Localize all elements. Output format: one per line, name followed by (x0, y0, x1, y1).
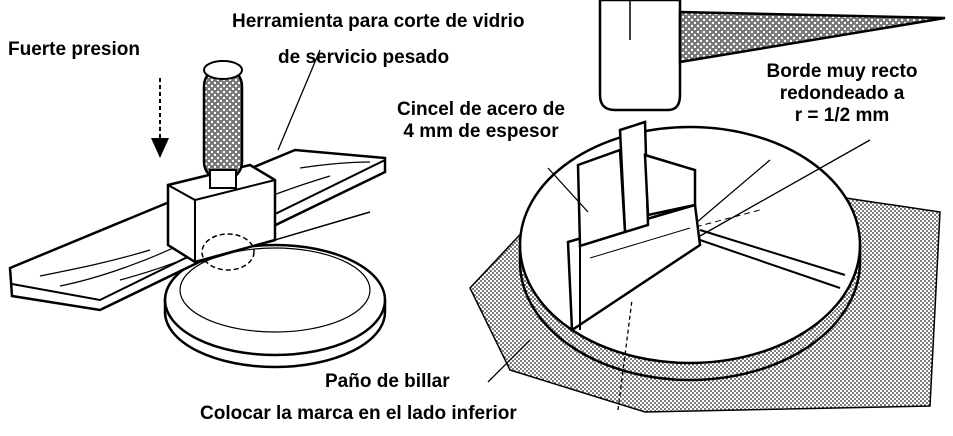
label-cincel-line1: Cincel de acero de (397, 99, 565, 120)
label-herramienta-line1: Herramienta para corte de vidrio (232, 11, 525, 32)
label-cincel-line2: 4 mm de espesor (403, 121, 559, 142)
pressure-arrow-icon (151, 78, 169, 158)
mark-leader-line (617, 299, 633, 411)
cloth-leader-line (487, 339, 531, 383)
label-herramienta-line2: de servicio pesado (278, 47, 450, 68)
label-colocar-marca: Colocar la marca en el lado inferior (200, 403, 517, 424)
tool-leader-line (277, 49, 321, 151)
label-borde-line3: r = 1/2 mm (794, 105, 890, 126)
hammer-icon (598, 0, 946, 112)
chisel-leader-line (547, 167, 589, 213)
label-pano-de-billar: Paño de billar (325, 371, 450, 392)
glass-disc-left (163, 243, 387, 369)
label-borde-line2: redondeado a (779, 83, 905, 104)
left-illustration (8, 49, 387, 369)
glass-cutter-handle (202, 60, 244, 189)
label-fuerte-presion: Fuerte presion (8, 39, 140, 60)
label-borde-line1: Borde muy recto (766, 61, 918, 82)
right-illustration (469, 0, 946, 413)
edge-leader-line (699, 139, 871, 237)
steel-chisel (566, 120, 702, 333)
glass-cutter-head (166, 163, 277, 271)
